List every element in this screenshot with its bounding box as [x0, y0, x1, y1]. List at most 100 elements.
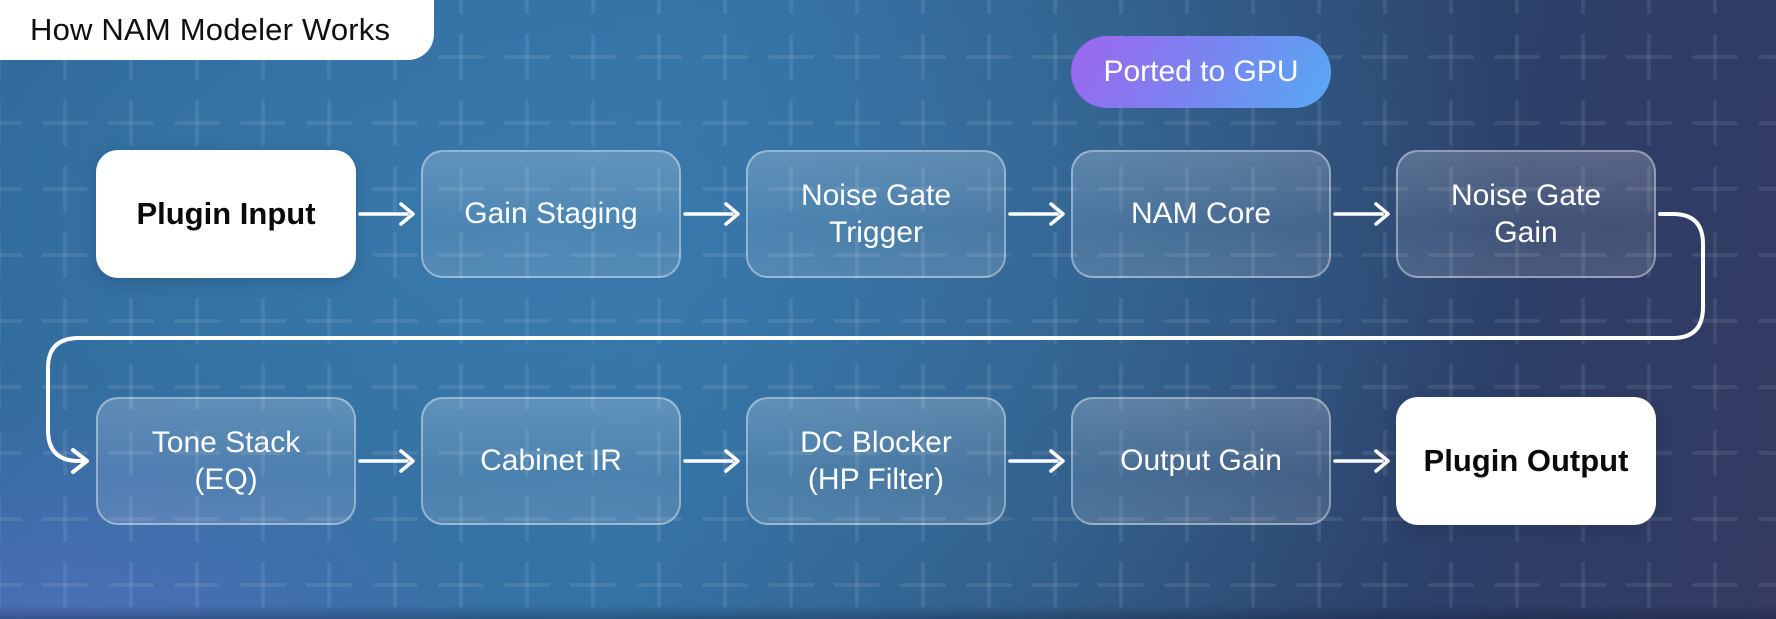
flow-node-gain-staging: Gain Staging: [421, 150, 681, 278]
flow-node-plugin-output: Plugin Output: [1396, 397, 1656, 525]
flow-node-cabinet-ir: Cabinet IR: [421, 397, 681, 525]
plus-grid-mark: [0, 496, 22, 542]
plus-grid-mark: [966, 34, 1012, 80]
flow-node-dc-blocker: DC Blocker (HP Filter): [746, 397, 1006, 525]
plus-grid-mark: [504, 298, 550, 344]
plus-grid-mark: [900, 0, 946, 14]
ported-to-gpu-badge: Ported to GPU: [1071, 36, 1331, 108]
plus-grid-mark: [1296, 0, 1342, 14]
plus-grid-mark: [636, 34, 682, 80]
plus-grid-mark: [0, 364, 22, 410]
plus-grid-mark: [570, 298, 616, 344]
flow-arrow: [683, 449, 740, 473]
plus-grid-mark: [240, 100, 286, 146]
plus-grid-mark: [372, 364, 418, 410]
plus-grid-mark: [1230, 298, 1276, 344]
plus-grid-mark: [0, 430, 22, 476]
plus-grid-mark: [438, 0, 484, 14]
plus-grid-mark: [702, 100, 748, 146]
plus-grid-mark: [1032, 562, 1078, 608]
plus-grid-mark: [702, 232, 748, 278]
flow-node-label-output-gain: Output Gain: [1120, 444, 1282, 478]
plus-grid-mark: [1032, 0, 1078, 14]
plus-grid-mark: [1758, 232, 1776, 278]
plus-grid-mark: [768, 100, 814, 146]
plus-grid-mark: [1758, 34, 1776, 80]
plus-grid-mark: [1692, 430, 1738, 476]
plus-grid-mark: [1626, 100, 1672, 146]
plus-grid-mark: [1692, 298, 1738, 344]
flow-arrow: [1333, 449, 1390, 473]
plus-grid-mark: [1758, 166, 1776, 212]
plus-grid-mark: [240, 562, 286, 608]
plus-grid-mark: [702, 0, 748, 14]
plus-grid-mark: [1362, 100, 1408, 146]
plus-grid-mark: [1692, 232, 1738, 278]
bottom-vignette: [0, 605, 1776, 619]
plus-grid-mark: [0, 298, 22, 344]
plus-grid-mark: [42, 100, 88, 146]
flow-arrow: [358, 449, 415, 473]
plus-grid-mark: [1428, 0, 1474, 14]
plus-grid-mark: [306, 298, 352, 344]
plus-grid-mark: [1164, 0, 1210, 14]
plus-grid-mark: [1296, 562, 1342, 608]
plus-grid-mark: [1560, 100, 1606, 146]
plus-grid-mark: [570, 0, 616, 14]
flow-arrow: [1008, 202, 1065, 226]
plus-grid-mark: [1692, 496, 1738, 542]
plus-grid-mark: [702, 34, 748, 80]
plus-grid-mark: [1626, 562, 1672, 608]
plus-grid-mark: [504, 0, 550, 14]
flow-node-label-nam-core: NAM Core: [1130, 197, 1272, 231]
plus-grid-mark: [240, 298, 286, 344]
plus-grid-mark: [834, 34, 880, 80]
flow-node-label-dc-blocker: DC Blocker (HP Filter): [800, 425, 952, 497]
plus-grid-mark: [1428, 298, 1474, 344]
plus-grid-mark: [1164, 298, 1210, 344]
plus-grid-mark: [1494, 34, 1540, 80]
plus-grid-mark: [1758, 562, 1776, 608]
plus-grid-mark: [42, 364, 88, 410]
plus-grid-mark: [108, 298, 154, 344]
plus-grid-mark: [702, 562, 748, 608]
plus-grid-mark: [42, 562, 88, 608]
plus-grid-mark: [1494, 100, 1540, 146]
plus-grid-mark: [1494, 0, 1540, 14]
flow-node-plugin-input: Plugin Input: [96, 150, 356, 278]
plus-grid-mark: [1560, 0, 1606, 14]
plus-grid-mark: [1692, 34, 1738, 80]
plus-grid-mark: [570, 562, 616, 608]
plus-grid-mark: [1098, 562, 1144, 608]
plus-grid-mark: [438, 100, 484, 146]
plus-grid-mark: [1560, 298, 1606, 344]
plus-grid-mark: [306, 100, 352, 146]
plus-grid-mark: [42, 232, 88, 278]
plus-grid-mark: [1692, 100, 1738, 146]
plus-grid-mark: [1560, 34, 1606, 80]
plus-grid-mark: [1758, 0, 1776, 14]
ported-to-gpu-badge-label: Ported to GPU: [1103, 55, 1299, 88]
plus-grid-mark: [1494, 562, 1540, 608]
plus-grid-mark: [900, 100, 946, 146]
plus-grid-mark: [1098, 0, 1144, 14]
flow-node-label-noise-gate-gain: Noise Gate Gain: [1450, 178, 1602, 250]
plus-grid-mark: [1692, 364, 1738, 410]
plus-grid-mark: [702, 364, 748, 410]
plus-grid-mark: [504, 34, 550, 80]
plus-grid-mark: [504, 562, 550, 608]
plus-grid-mark: [1230, 0, 1276, 14]
plus-grid-mark: [1362, 0, 1408, 14]
plus-grid-mark: [636, 0, 682, 14]
flow-node-label-plugin-output: Plugin Output: [1423, 443, 1629, 478]
plus-grid-mark: [1032, 100, 1078, 146]
plus-grid-mark: [1626, 298, 1672, 344]
plus-grid-mark: [636, 100, 682, 146]
plus-grid-mark: [438, 298, 484, 344]
plus-grid-mark: [372, 562, 418, 608]
plus-grid-mark: [570, 34, 616, 80]
plus-grid-mark: [1032, 298, 1078, 344]
plus-grid-mark: [108, 100, 154, 146]
plus-grid-mark: [834, 100, 880, 146]
